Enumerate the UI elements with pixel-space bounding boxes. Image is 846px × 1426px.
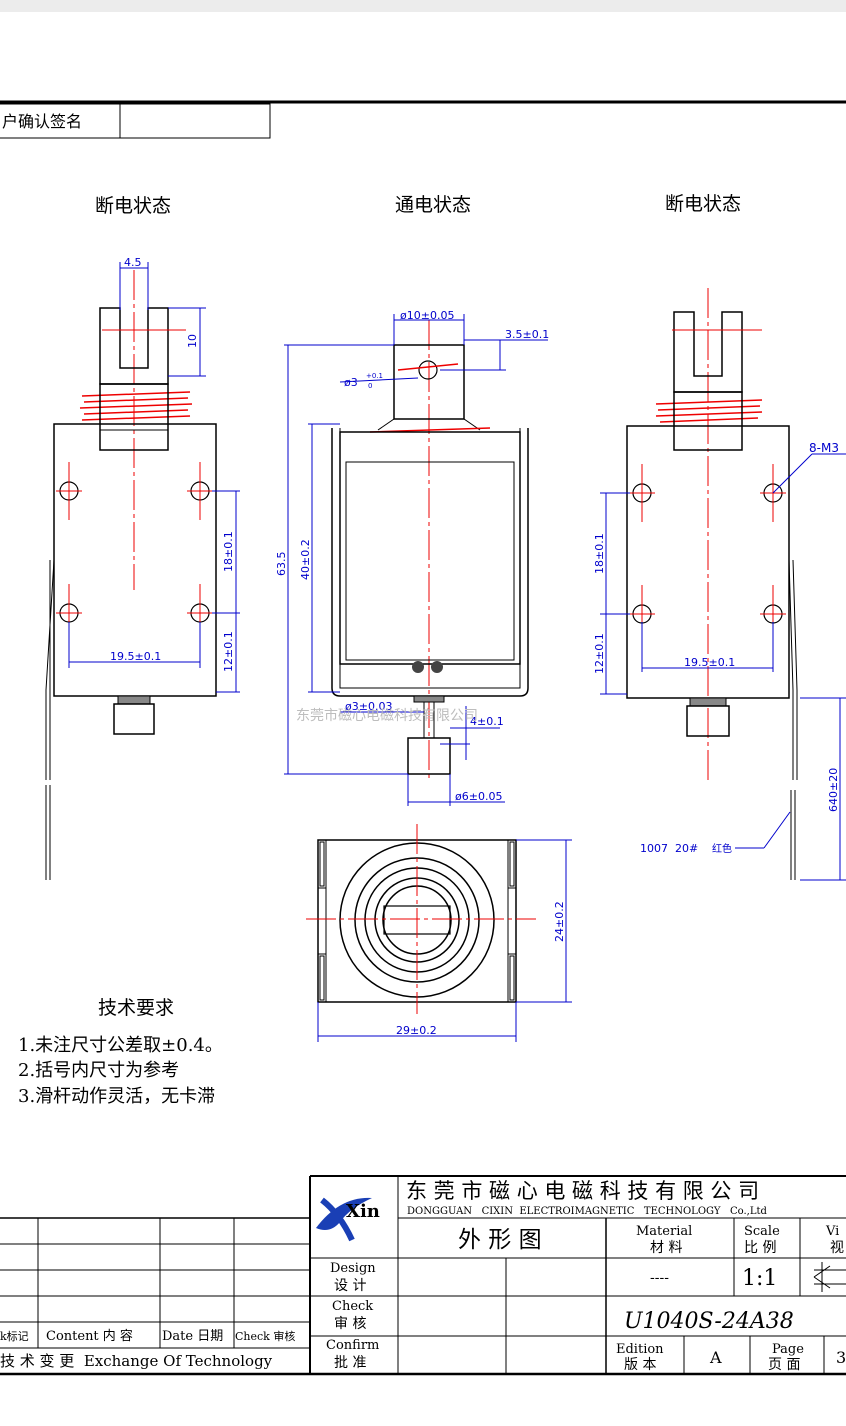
material-en: Material	[636, 1224, 692, 1239]
company-logo: Xin	[316, 1197, 380, 1242]
dim-bottom-width: 29±0.2	[396, 1024, 437, 1037]
lead-color: 红色	[712, 842, 732, 855]
dim-pin-hole: ø3	[344, 376, 358, 389]
scale-en: Scale	[744, 1224, 780, 1239]
top-band	[0, 0, 846, 12]
dim-stub-len: 4±0.1	[470, 715, 504, 728]
customer-signature-label: 户确认签名	[2, 112, 82, 131]
dim-mount-thread: 8-M3	[809, 441, 839, 455]
check-cn: 审 核	[334, 1316, 366, 1332]
dim-slot-depth: 10	[186, 334, 199, 348]
right-view-title: 断电状态	[665, 193, 741, 215]
dim-slot-width: 4.5	[124, 256, 142, 269]
confirm-en: Confirm	[326, 1338, 379, 1353]
dim-overall-height: 63.5	[275, 552, 288, 577]
rev-mark-header: k标记	[0, 1329, 29, 1343]
watermark: 东莞市磁心电磁科技有限公司	[296, 707, 478, 724]
dim-pin-hole-tol-lower: 0	[368, 382, 372, 390]
dim-hole-spacing-h-left: 19.5±0.1	[110, 650, 161, 663]
lead-spec: 1007 20#	[640, 842, 698, 855]
rev-check-header: Check 审核	[235, 1329, 295, 1343]
edition-value: A	[709, 1348, 722, 1367]
title-block-text: 东 莞 市 磁 心 电 磁 科 技 有 限 公 司 DONGGUAN CIXIN…	[0, 1179, 846, 1373]
dim-hole-spacing-v-left: 18±0.1	[222, 531, 235, 572]
note-2: 2.括号内尺寸为参考	[18, 1060, 179, 1081]
right-view: 8-M3 18±0.1 12±0.1 19.5±0.1 640±20 1007 …	[593, 288, 846, 881]
notes-title: 技术要求	[98, 997, 174, 1019]
check-en: Check	[332, 1299, 373, 1314]
dim-frame-height: 40±0.2	[299, 539, 312, 580]
customer-signature-box: 户确认签名	[0, 103, 271, 139]
tech-notes: 技术要求 1.未注尺寸公差取±0.4。 2.括号内尺寸为参考 3.滑杆动作灵活，…	[18, 997, 223, 1107]
dim-stub-dia: ø6±0.05	[455, 790, 502, 803]
material-cn: 材 料	[650, 1240, 682, 1256]
view-cn: 视	[830, 1240, 844, 1256]
dim-hole-offset-right: 12±0.1	[593, 633, 606, 674]
left-view-title: 断电状态	[95, 195, 171, 217]
dim-bottom-height: 24±0.2	[553, 901, 566, 942]
rev-footer: 技 术 变 更 Exchange Of Technology	[0, 1352, 273, 1370]
middle-view: ø10±0.05 3.5±0.1 ø3 +0.1 0 63.5 40±0.2 ø…	[275, 309, 549, 806]
middle-view-title: 通电状态	[395, 194, 471, 216]
confirm-cn: 批 准	[334, 1355, 366, 1371]
dim-pin-hole-tol-upper: +0.1	[366, 372, 383, 380]
dim-lead-length: 640±20	[827, 768, 840, 812]
dim-hole-offset-left: 12±0.1	[222, 631, 235, 672]
logo-text: Xin	[346, 1201, 380, 1222]
scale-cn: 比 例	[744, 1240, 776, 1256]
page-en: Page	[772, 1342, 804, 1357]
edition-en: Edition	[616, 1342, 664, 1357]
view-en: Vi	[825, 1224, 839, 1239]
dim-pin-offset: 3.5±0.1	[505, 328, 549, 341]
dim-shaft-dia: ø10±0.05	[400, 309, 454, 322]
edition-cn: 版 本	[624, 1357, 656, 1373]
bottom-view: 24±0.2 29±0.2	[306, 824, 572, 1042]
part-number: U1040S-24A38	[624, 1309, 794, 1334]
dim-hole-spacing-h-right: 19.5±0.1	[684, 656, 735, 669]
company-cn: 东 莞 市 磁 心 电 磁 科 技 有 限 公 司	[406, 1179, 759, 1203]
drawing-name: 外 形 图	[458, 1227, 542, 1253]
note-3: 3.滑杆动作灵活，无卡滞	[18, 1086, 215, 1107]
rev-date-header: Date 日期	[162, 1329, 223, 1344]
dim-plunger-dia: ø3±0.03	[345, 700, 392, 713]
rev-content-header: Content 内 容	[46, 1328, 133, 1344]
company-en: DONGGUAN CIXIN ELECTROIMAGNETIC TECHNOLO…	[407, 1206, 767, 1217]
page-value: 3	[836, 1348, 846, 1367]
title-block	[0, 1175, 846, 1376]
material-value: ----	[650, 1270, 669, 1286]
dim-hole-spacing-v-right: 18±0.1	[593, 533, 606, 574]
design-en: Design	[330, 1261, 376, 1276]
scale-value: 1:1	[742, 1266, 777, 1291]
note-1: 1.未注尺寸公差取±0.4。	[18, 1035, 223, 1056]
left-view: 4.5 10 18±0.1 12±0.1 19.5±0.1	[45, 256, 240, 880]
page-cn: 页 面	[768, 1357, 800, 1373]
design-cn: 设 计	[334, 1278, 366, 1294]
